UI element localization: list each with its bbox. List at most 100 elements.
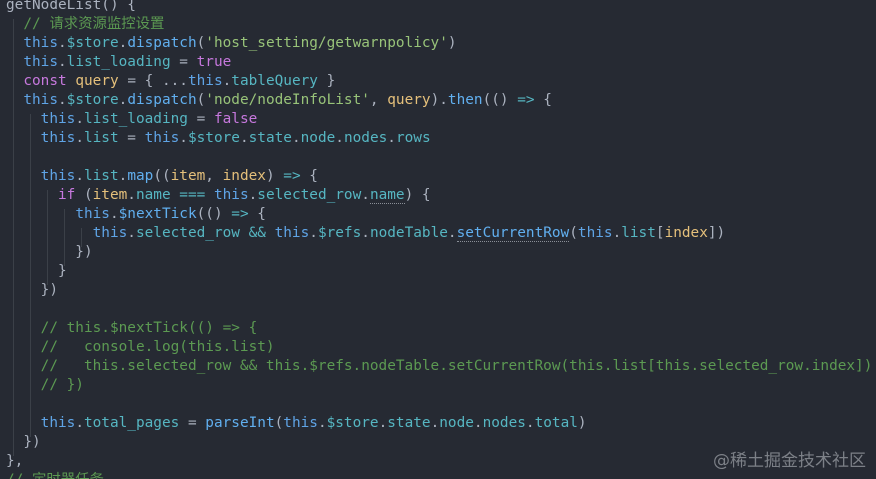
code-token bbox=[6, 206, 75, 222]
code-line[interactable]: this.list = this.$store.state.node.nodes… bbox=[6, 129, 431, 148]
code-token: . bbox=[75, 111, 84, 127]
code-token: . bbox=[309, 225, 318, 241]
code-token: ( bbox=[274, 415, 284, 431]
code-token: ) { bbox=[404, 187, 431, 203]
code-token bbox=[6, 35, 23, 51]
code-line[interactable]: this.total_pages = parseInt(this.$store.… bbox=[6, 414, 587, 433]
code-token: $nextTick bbox=[118, 206, 197, 222]
code-line[interactable]: } bbox=[6, 262, 67, 281]
code-token: this bbox=[577, 225, 613, 241]
code-token: nodes bbox=[343, 130, 388, 146]
code-token bbox=[205, 187, 214, 203]
indent-guide bbox=[81, 228, 82, 247]
code-token: && bbox=[248, 225, 266, 241]
code-token: $store bbox=[187, 130, 240, 146]
code-token: if bbox=[57, 187, 76, 203]
code-token: = bbox=[187, 111, 214, 127]
code-token: }) bbox=[6, 244, 93, 260]
code-line[interactable]: // 请求资源监控设置 bbox=[6, 15, 164, 34]
code-token: ( bbox=[196, 92, 206, 108]
code-line[interactable]: this.$store.dispatch('host_setting/getwa… bbox=[6, 34, 457, 53]
code-token: ) bbox=[265, 168, 284, 184]
code-line[interactable]: }) bbox=[6, 433, 40, 452]
code-token: this bbox=[40, 415, 76, 431]
code-line[interactable]: if (item.name === this.selected_row.name… bbox=[6, 186, 431, 205]
code-token: total_pages bbox=[83, 415, 180, 431]
code-token: nodes bbox=[482, 415, 526, 431]
code-line[interactable]: // 定时器任务 bbox=[6, 471, 104, 479]
code-token: . bbox=[361, 225, 370, 241]
code-line[interactable]: // this.selected_row && this.$refs.nodeT… bbox=[6, 357, 873, 376]
code-line[interactable]: this.list_loading = false bbox=[6, 110, 258, 129]
code-token bbox=[6, 377, 41, 393]
code-token: query bbox=[75, 73, 119, 89]
code-token: => bbox=[231, 206, 249, 222]
code-token: . bbox=[75, 168, 84, 184]
code-token: state bbox=[387, 415, 431, 431]
code-line[interactable]: this.selected_row && this.$refs.nodeTabl… bbox=[6, 224, 725, 243]
code-line[interactable]: this.list.map((item, index) => { bbox=[6, 167, 318, 186]
code-token bbox=[240, 225, 249, 241]
code-token: [ bbox=[655, 225, 665, 241]
code-line[interactable]: getNodeList() { bbox=[6, 0, 136, 15]
code-token: selected_row bbox=[135, 225, 240, 241]
code-token: list_loading bbox=[66, 54, 171, 70]
code-token: . bbox=[447, 225, 457, 241]
code-token: } bbox=[6, 263, 67, 279]
code-token: ( bbox=[196, 35, 206, 51]
code-token: this bbox=[187, 73, 223, 89]
code-token: } bbox=[317, 73, 336, 89]
code-line[interactable]: this.list_loading = true bbox=[6, 53, 231, 72]
code-token: . bbox=[222, 73, 232, 89]
code-token: this bbox=[40, 130, 76, 146]
code-line[interactable]: this.$store.dispatch('node/nodeInfoList'… bbox=[6, 91, 552, 110]
code-token: false bbox=[213, 111, 258, 127]
code-token: . bbox=[335, 130, 344, 146]
code-line[interactable]: const query = { ...this.tableQuery } bbox=[6, 72, 335, 91]
code-token: nodeTable bbox=[369, 225, 448, 241]
code-token: $store bbox=[326, 415, 379, 431]
code-line[interactable]: }, bbox=[6, 452, 23, 471]
code-token: const bbox=[23, 73, 67, 89]
code-token: this bbox=[75, 206, 110, 222]
code-token: list bbox=[83, 130, 119, 146]
code-token: . bbox=[525, 415, 535, 431]
code-token: this bbox=[274, 225, 310, 241]
code-token: setCurrentRow bbox=[456, 225, 570, 242]
code-token: = bbox=[179, 415, 206, 431]
code-token: state bbox=[248, 130, 292, 146]
code-token: = bbox=[118, 130, 145, 146]
code-token: . bbox=[248, 187, 258, 203]
code-line[interactable]: // this.$nextTick(() => { bbox=[6, 319, 258, 338]
indent-guide bbox=[47, 190, 48, 285]
code-token: ) bbox=[447, 35, 457, 51]
code-token bbox=[6, 225, 93, 241]
code-line[interactable]: // console.log(this.list) bbox=[6, 338, 275, 357]
code-token: = { ... bbox=[118, 73, 188, 89]
code-token: this bbox=[92, 225, 128, 241]
code-token: . bbox=[179, 130, 188, 146]
code-token: . bbox=[118, 168, 128, 184]
code-token: . bbox=[57, 54, 67, 70]
code-token: . bbox=[361, 187, 370, 203]
code-token: . bbox=[317, 415, 327, 431]
code-token bbox=[6, 54, 23, 70]
code-token: this bbox=[23, 35, 58, 51]
code-token: node bbox=[439, 415, 474, 431]
code-token bbox=[6, 168, 41, 184]
code-token: . bbox=[612, 225, 622, 241]
code-token: // this.selected_row && this.$refs.nodeT… bbox=[40, 358, 873, 374]
code-token: $refs bbox=[317, 225, 362, 241]
code-token: . bbox=[118, 92, 128, 108]
code-token: item bbox=[92, 187, 128, 203]
code-line[interactable]: this.$nextTick(() => { bbox=[6, 205, 266, 224]
code-line[interactable]: }) bbox=[6, 281, 58, 300]
code-line[interactable]: // }) bbox=[6, 376, 84, 395]
code-token: , bbox=[369, 92, 388, 108]
code-token: ]) bbox=[707, 225, 726, 241]
code-line[interactable]: }) bbox=[6, 243, 93, 262]
code-token: (() bbox=[482, 92, 518, 108]
code-token: . bbox=[387, 130, 396, 146]
code-token: . bbox=[118, 35, 128, 51]
